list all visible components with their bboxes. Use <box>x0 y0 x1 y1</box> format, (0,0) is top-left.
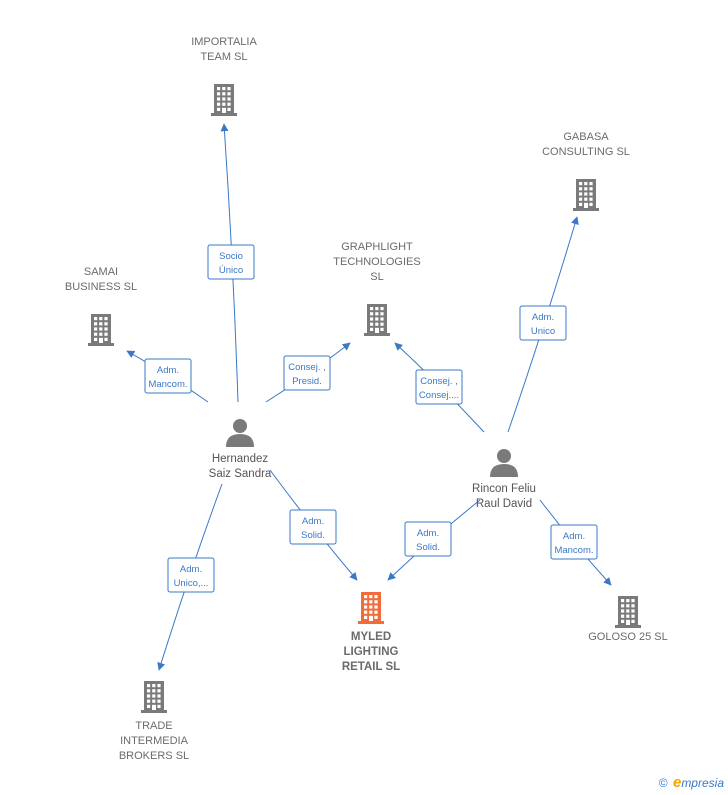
edge-label-text: Solid. <box>416 542 440 553</box>
edge-label-rincon-gabasa[interactable]: Adm. Unico <box>519 305 567 341</box>
edge-label-text: Mancom. <box>148 379 187 390</box>
person-icon[interactable] <box>490 449 518 477</box>
node-goloso[interactable]: GOLOSO 25 SL <box>588 596 668 643</box>
building-icon[interactable] <box>211 84 237 116</box>
node-label-myled: RETAIL SL <box>342 661 400 673</box>
node-graphlight[interactable]: GRAPHLIGHT TECHNOLOGIES SL <box>333 241 421 336</box>
edge-label-text: Adm. <box>532 312 554 323</box>
building-icon[interactable] <box>573 179 599 211</box>
edge-label-box <box>144 358 192 394</box>
edge-label-text: Adm. <box>157 365 179 376</box>
node-label-importalia: TEAM SL <box>200 51 247 63</box>
edge-label-text: Adm. <box>563 531 585 542</box>
edge-label-box <box>289 509 337 545</box>
node-label-myled: LIGHTING <box>344 646 399 658</box>
edge-label-hernandez-samai[interactable]: Adm. Mancom. <box>144 358 192 394</box>
node-label-graphlight: SL <box>370 271 383 283</box>
edge-label-box <box>283 355 331 391</box>
node-label-rincon: Raul David <box>476 498 532 510</box>
brand-logo-text: mpresia <box>681 776 724 790</box>
node-label-samai: SAMAI <box>84 266 118 278</box>
edge-label-text: Único <box>219 265 243 276</box>
edge-label-hernandez-graphlight[interactable]: Consej. , Presid. <box>283 355 331 391</box>
building-icon[interactable] <box>364 304 390 336</box>
node-label-trade: BROKERS SL <box>119 750 189 762</box>
node-label-hernandez: Saiz Sandra <box>209 468 272 480</box>
node-myled[interactable]: MYLED LIGHTING RETAIL SL <box>342 592 400 673</box>
edge-label-text: Adm. <box>180 564 202 575</box>
edge-label-text: Adm. <box>417 528 439 539</box>
person-icon[interactable] <box>226 419 254 447</box>
edge-label-text: Adm. <box>302 516 324 527</box>
edge-label-text: Mancom. <box>554 545 593 556</box>
edge-label-text: Consej.... <box>419 390 459 401</box>
node-label-hernandez: Hernandez <box>212 453 269 465</box>
edge-label-box <box>550 524 598 560</box>
node-label-gabasa: GABASA <box>563 131 609 143</box>
building-icon[interactable] <box>358 592 384 624</box>
edge-label-text: Socio <box>219 251 243 262</box>
edge-label-text: Presid. <box>292 376 322 387</box>
node-gabasa[interactable]: GABASA CONSULTING SL <box>542 131 630 211</box>
node-label-importalia: IMPORTALIA <box>191 36 257 48</box>
edge-label-box <box>404 521 452 557</box>
node-label-graphlight: GRAPHLIGHT <box>341 241 413 253</box>
edge-label-text: Solid. <box>301 530 325 541</box>
edge-label-box <box>207 244 255 280</box>
brand-logo-initial: e <box>672 774 682 791</box>
node-label-goloso: GOLOSO 25 SL <box>588 631 667 643</box>
building-icon[interactable] <box>141 681 167 713</box>
edge-label-box <box>415 369 463 405</box>
node-label-trade: TRADE <box>135 720 172 732</box>
node-label-graphlight: TECHNOLOGIES <box>333 256 420 268</box>
building-icon[interactable] <box>88 314 114 346</box>
building-icon[interactable] <box>615 596 641 628</box>
edge-label-text: Consej. , <box>420 376 458 387</box>
edge-label-rincon-goloso[interactable]: Adm. Mancom. <box>550 524 598 560</box>
edge-label-text: Consej. , <box>288 362 326 373</box>
edge-label-rincon-graphlight[interactable]: Consej. , Consej.... <box>415 369 463 405</box>
brand-footer[interactable]: © empresia <box>659 774 724 791</box>
node-label-myled: MYLED <box>351 631 391 643</box>
node-label-samai: BUSINESS SL <box>65 281 137 293</box>
edge-label-rincon-myled[interactable]: Adm. Solid. <box>404 521 452 557</box>
edge-label-hernandez-myled[interactable]: Adm. Solid. <box>289 509 337 545</box>
edge-label-hernandez-trade[interactable]: Adm. Unico,... <box>167 557 215 593</box>
node-label-rincon: Rincon Feliu <box>472 483 536 495</box>
copyright-symbol: © <box>658 776 668 790</box>
node-samai[interactable]: SAMAI BUSINESS SL <box>65 266 137 346</box>
node-label-trade: INTERMEDIA <box>120 735 189 747</box>
edge-label-text: Unico <box>531 326 555 337</box>
node-trade[interactable]: TRADE INTERMEDIA BROKERS SL <box>119 681 189 762</box>
node-label-gabasa: CONSULTING SL <box>542 146 630 158</box>
edge-label-box <box>519 305 567 341</box>
edge-label-text: Unico,... <box>174 578 209 589</box>
edge-label-box <box>167 557 215 593</box>
nodes-layer: IMPORTALIA TEAM SL GABASA CONSULTING SL SAMA… <box>65 36 668 762</box>
node-importalia[interactable]: IMPORTALIA TEAM SL <box>191 36 257 116</box>
